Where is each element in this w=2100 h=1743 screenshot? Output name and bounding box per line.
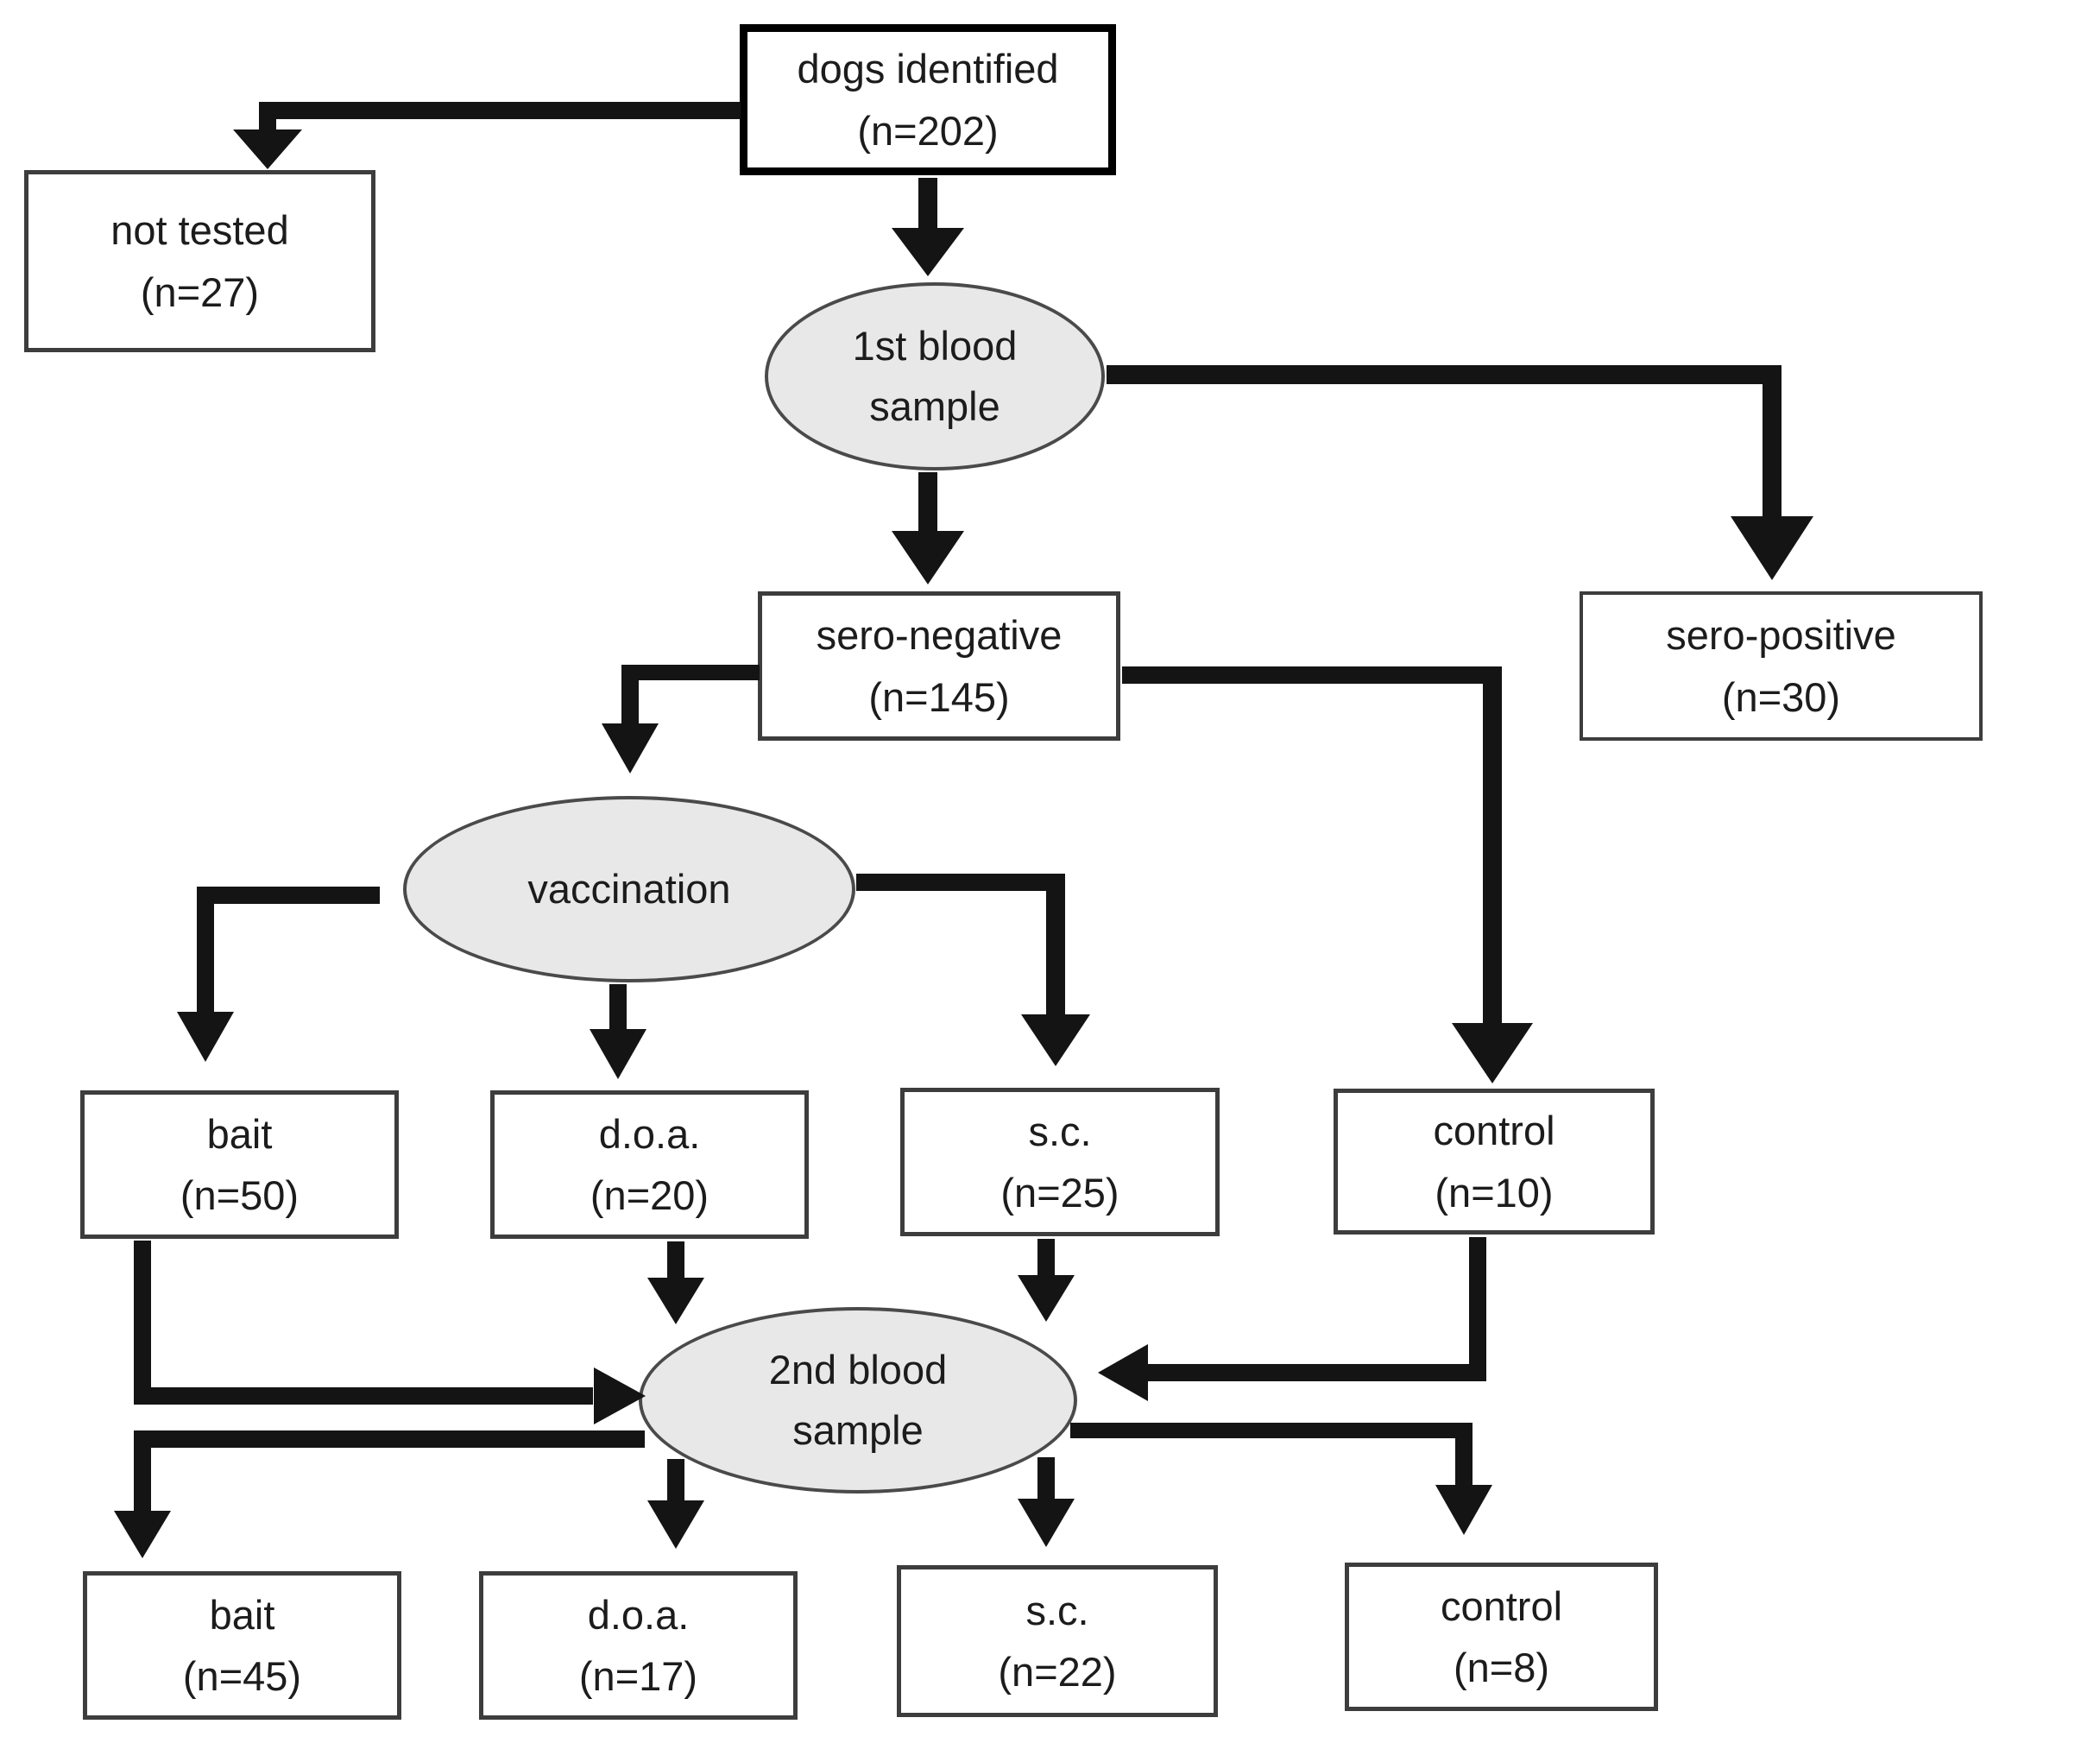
node-label: sero-negative xyxy=(816,612,1063,659)
arrow-vaccination-to-sc-head xyxy=(1021,1014,1090,1066)
node-count: (n=25) xyxy=(1000,1170,1119,1216)
arrow-seroneg-to-vaccination-hseg xyxy=(621,665,760,680)
node-doa-n20: d.o.a. (n=20) xyxy=(490,1090,809,1239)
arrow-secondblood-to-doa2-vseg xyxy=(667,1459,684,1504)
arrow-secondblood-to-sc2-vseg xyxy=(1037,1457,1055,1502)
arrow-dogs-to-nottested-hseg xyxy=(259,102,741,119)
node-count: (n=50) xyxy=(180,1172,300,1218)
arrow-secondblood-to-bait2-hseg xyxy=(134,1430,645,1448)
arrow-firstblood-to-seronegative-vseg xyxy=(918,472,937,534)
arrow-vaccination-to-bait-hseg xyxy=(197,887,380,904)
arrow-vaccination-to-bait-head xyxy=(177,1012,234,1062)
node-not-tested: not tested (n=27) xyxy=(24,170,375,352)
node-label: sample xyxy=(869,383,1000,429)
node-sero-negative: sero-negative (n=145) xyxy=(758,591,1120,741)
arrow-dogs-to-firstblood-head xyxy=(892,228,964,276)
node-label: not tested xyxy=(110,207,289,254)
node-second-blood-sample: 2nd blood sample xyxy=(639,1307,1077,1494)
node-label: sero-positive xyxy=(1666,612,1896,659)
arrow-bait-to-secondblood-head xyxy=(594,1367,646,1424)
node-count: (n=30) xyxy=(1721,673,1841,720)
arrow-vaccination-to-doa-head xyxy=(590,1029,646,1079)
arrow-secondblood-to-bait2-head xyxy=(114,1511,171,1558)
node-doa-n17: d.o.a. (n=17) xyxy=(479,1571,798,1720)
node-label: control xyxy=(1440,1582,1563,1629)
arrow-control-to-secondblood-head xyxy=(1098,1344,1148,1401)
node-dogs-identified: dogs identified (n=202) xyxy=(740,24,1116,175)
node-label: 1st blood xyxy=(852,322,1018,369)
node-bait-n45: bait (n=45) xyxy=(83,1571,401,1720)
arrow-bait-to-secondblood-vseg xyxy=(134,1241,151,1405)
arrow-control-to-secondblood-hseg xyxy=(1148,1364,1486,1381)
arrow-secondblood-to-sc2-head xyxy=(1018,1499,1075,1547)
arrow-secondblood-to-control2-vseg xyxy=(1455,1423,1473,1488)
node-label: sample xyxy=(792,1407,924,1453)
arrow-sc-to-secondblood-head xyxy=(1018,1275,1075,1322)
arrow-doa-to-secondblood-head xyxy=(647,1278,704,1324)
arrow-secondblood-to-control2-hseg xyxy=(1070,1423,1473,1438)
node-control-n8: control (n=8) xyxy=(1345,1563,1658,1711)
node-sc-n25: s.c. (n=25) xyxy=(900,1088,1220,1236)
node-label: vaccination xyxy=(527,865,731,912)
arrow-firstblood-to-seronegative-head xyxy=(892,531,964,584)
arrow-seroneg-to-control-head xyxy=(1452,1023,1533,1083)
node-label: dogs identified xyxy=(797,46,1059,92)
arrow-vaccination-to-sc-vseg xyxy=(1046,874,1065,1017)
node-count: (n=27) xyxy=(140,268,260,315)
node-count: (n=20) xyxy=(590,1172,709,1218)
arrow-bait-to-secondblood-hseg xyxy=(134,1387,593,1405)
arrow-seroneg-to-vaccination-vseg xyxy=(621,665,639,725)
arrow-seroneg-to-control-vseg xyxy=(1483,666,1502,1026)
node-count: (n=8) xyxy=(1453,1645,1550,1690)
node-first-blood-sample: 1st blood sample xyxy=(765,282,1105,470)
arrow-dogs-to-nottested-head xyxy=(233,129,302,169)
node-count: (n=145) xyxy=(868,673,1010,720)
arrow-doa-to-secondblood-vseg xyxy=(667,1241,684,1281)
arrow-seroneg-to-vaccination-head xyxy=(602,723,659,774)
arrow-vaccination-to-sc-hseg xyxy=(856,874,1065,891)
node-sero-positive: sero-positive (n=30) xyxy=(1580,591,1983,741)
node-count: (n=17) xyxy=(578,1653,698,1699)
node-label: 2nd blood xyxy=(768,1346,948,1393)
arrow-sc-to-secondblood-vseg xyxy=(1037,1239,1055,1279)
node-label: bait xyxy=(209,1591,275,1638)
node-label: s.c. xyxy=(1028,1108,1092,1154)
arrow-secondblood-to-bait2-vseg xyxy=(134,1430,151,1515)
arrow-firstblood-to-seropositive-vseg xyxy=(1763,365,1782,521)
node-label: d.o.a. xyxy=(587,1591,690,1638)
arrow-secondblood-to-doa2-head xyxy=(647,1500,704,1549)
node-label: bait xyxy=(206,1110,273,1157)
node-sc-n22: s.c. (n=22) xyxy=(897,1565,1218,1717)
node-count: (n=45) xyxy=(182,1653,302,1699)
node-label: d.o.a. xyxy=(598,1110,701,1157)
node-vaccination: vaccination xyxy=(403,796,855,982)
node-count: (n=10) xyxy=(1435,1169,1554,1216)
arrow-vaccination-to-bait-vseg xyxy=(197,887,214,1014)
node-label: s.c. xyxy=(1025,1587,1089,1633)
node-label: control xyxy=(1433,1108,1555,1154)
node-bait-n50: bait (n=50) xyxy=(80,1090,399,1239)
node-control-n10: control (n=10) xyxy=(1334,1089,1655,1235)
arrow-secondblood-to-control2-head xyxy=(1435,1485,1492,1535)
arrow-dogs-to-firstblood-vseg xyxy=(918,178,937,231)
arrow-seroneg-to-control-hseg xyxy=(1122,666,1502,684)
node-count: (n=202) xyxy=(857,107,999,154)
arrow-firstblood-to-seropositive-head xyxy=(1731,516,1813,580)
arrow-vaccination-to-doa-vseg xyxy=(609,984,627,1032)
arrow-dogs-to-nottested-vseg xyxy=(259,102,276,131)
arrow-control-to-secondblood-vseg xyxy=(1469,1237,1486,1381)
node-count: (n=22) xyxy=(998,1649,1117,1695)
arrow-firstblood-to-seropositive-hseg xyxy=(1107,365,1773,384)
